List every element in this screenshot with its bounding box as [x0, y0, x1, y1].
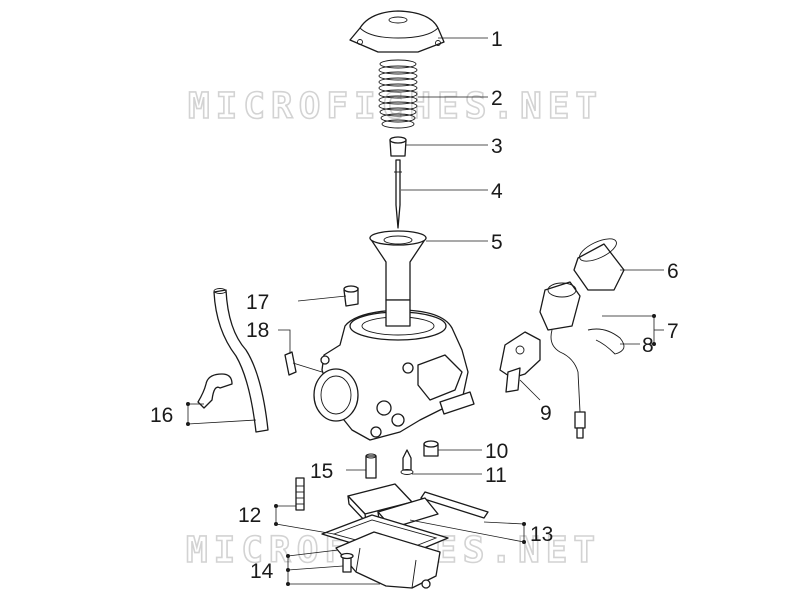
part-clip: [587, 328, 625, 355]
callout-11: 11: [485, 464, 507, 487]
watermark-top: MICROFICHES.NET: [188, 86, 603, 127]
callout-13: 13: [530, 523, 553, 546]
callout-1: 1: [491, 28, 503, 51]
part-bowl-screw: [340, 552, 354, 573]
part-piston: [369, 230, 427, 301]
callout-9: 9: [540, 402, 552, 425]
callout-15: 15: [310, 460, 333, 483]
callout-2: 2: [491, 87, 503, 110]
callout-18: 18: [246, 319, 269, 342]
part-float-bowl: [321, 514, 449, 589]
part-hoses: [197, 288, 269, 433]
callout-5: 5: [491, 231, 503, 254]
callout-12: 12: [238, 504, 261, 527]
callout-10: 10: [485, 440, 508, 463]
callout-17: 17: [246, 291, 269, 314]
callout-8: 8: [642, 334, 654, 357]
part-cap-screw: [343, 285, 359, 307]
part-needle: [394, 159, 402, 229]
part-pilot-jet: [365, 453, 377, 479]
part-idle-screw: [284, 351, 323, 376]
part-float-pin: [420, 491, 489, 519]
callout-16: 16: [150, 404, 173, 427]
part-choke-holder: [499, 331, 541, 393]
callout-7: 7: [667, 320, 679, 343]
callout-4: 4: [491, 180, 503, 203]
part-spring: [378, 59, 418, 129]
part-jet: [423, 440, 439, 457]
part-carburetor-body: [313, 299, 475, 441]
part-retainer: [389, 136, 407, 157]
part-float-needle: [400, 449, 414, 475]
part-emulsion-tube: [295, 477, 305, 511]
leader-lines: [187, 37, 664, 585]
bracket-dots: [186, 314, 656, 586]
part-sleeve: [573, 238, 625, 291]
callout-14: 14: [250, 560, 274, 583]
part-cover: [349, 10, 445, 53]
callout-3: 3: [491, 135, 503, 158]
part-choke: [539, 281, 586, 439]
callout-6: 6: [667, 260, 679, 283]
